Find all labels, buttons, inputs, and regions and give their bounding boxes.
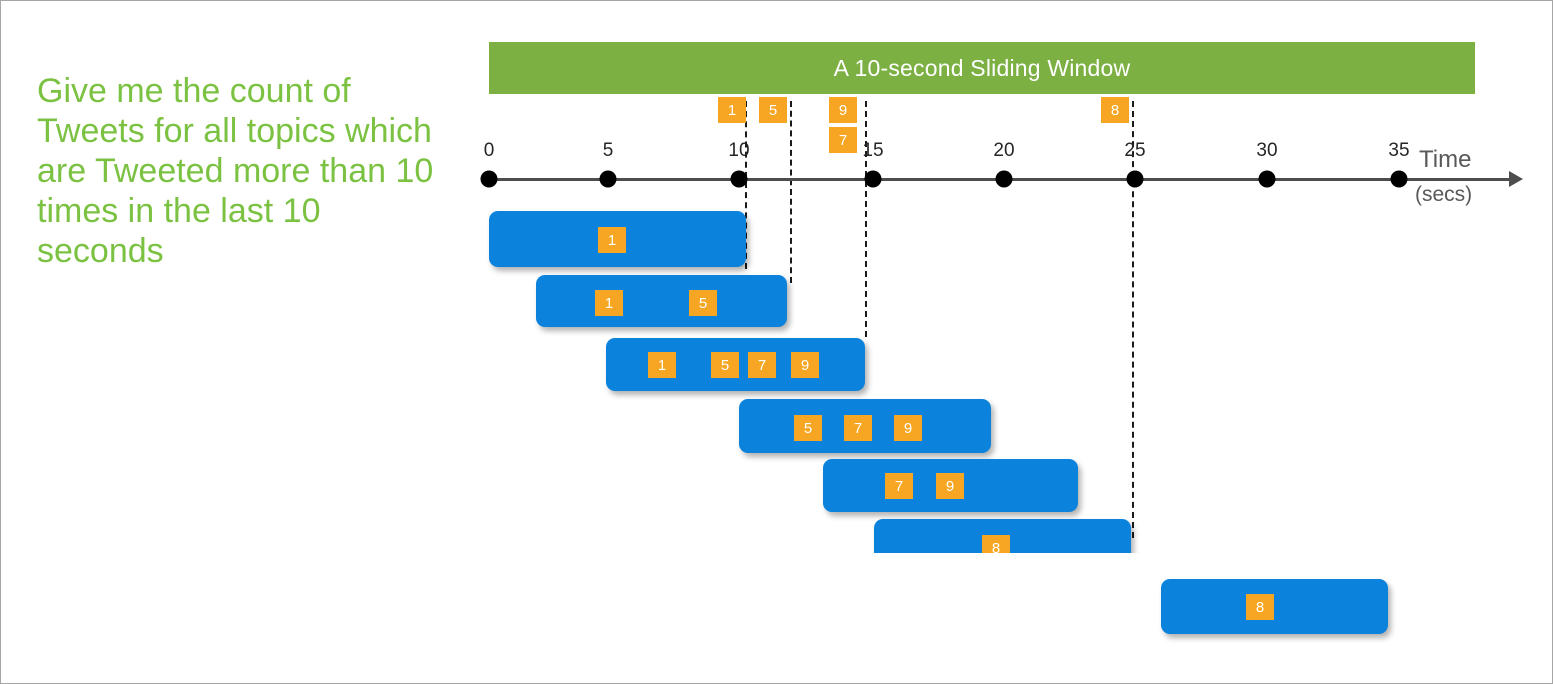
event-badge-5: 5 [759, 97, 787, 123]
time-axis-arrow-icon [1509, 171, 1523, 187]
axis-tick-dot-35 [1390, 170, 1408, 188]
axis-units-label: (secs) [1415, 183, 1473, 206]
axis-tick-label-25: 25 [1124, 140, 1146, 161]
event-badge-9: 9 [829, 97, 857, 123]
axis-tick-dot-25 [1126, 170, 1144, 188]
dashed-guide-line-1 [790, 101, 792, 283]
event-badge-5: 5 [711, 352, 739, 378]
event-badge-8: 8 [982, 535, 1010, 553]
event-badge-1: 1 [718, 97, 746, 123]
axis-tick-dot-20 [995, 170, 1013, 188]
axis-tick-label-5: 5 [602, 140, 614, 161]
axis-tick-label-0: 0 [483, 140, 495, 161]
axis-tick-label-10: 10 [728, 140, 750, 161]
event-badge-1: 1 [648, 352, 676, 378]
dashed-guide-line-0 [745, 101, 747, 269]
axis-tick-dot-0 [480, 170, 498, 188]
axis-tick-dot-5 [599, 170, 617, 188]
axis-tick-dot-30 [1258, 170, 1276, 188]
axis-tick-label-15: 15 [862, 140, 884, 161]
event-badge-5: 5 [689, 290, 717, 316]
axis-title-time: Time [1419, 146, 1472, 173]
event-badge-5: 5 [794, 415, 822, 441]
sliding-window-label: A 10-second Sliding Window [833, 54, 1131, 81]
window-bar-window-2-12 [536, 275, 787, 327]
event-badge-7: 7 [748, 352, 776, 378]
sliding-window-bar: A 10-second Sliding Window [489, 42, 1475, 94]
dashed-guide-line-2 [865, 101, 867, 337]
event-badge-9: 9 [894, 415, 922, 441]
event-badge-7: 7 [829, 127, 857, 153]
axis-tick-label-30: 30 [1256, 140, 1278, 161]
event-badge-8: 8 [1246, 594, 1274, 620]
axis-tick-label-35: 35 [1388, 140, 1410, 161]
axis-tick-dot-10 [730, 170, 748, 188]
event-badge-1: 1 [595, 290, 623, 316]
caption-text: Give me the count of Tweets for all topi… [37, 72, 434, 270]
event-badge-8: 8 [1101, 97, 1129, 123]
axis-tick-dot-15 [864, 170, 882, 188]
event-badge-9: 9 [936, 473, 964, 499]
event-badge-9: 9 [791, 352, 819, 378]
axis-tick-label-20: 20 [993, 140, 1015, 161]
event-badge-1: 1 [598, 227, 626, 253]
event-badge-7: 7 [885, 473, 913, 499]
event-badge-7: 7 [844, 415, 872, 441]
dashed-guide-line-3 [1132, 101, 1134, 538]
window-bar-window-25-35 [1161, 579, 1388, 634]
